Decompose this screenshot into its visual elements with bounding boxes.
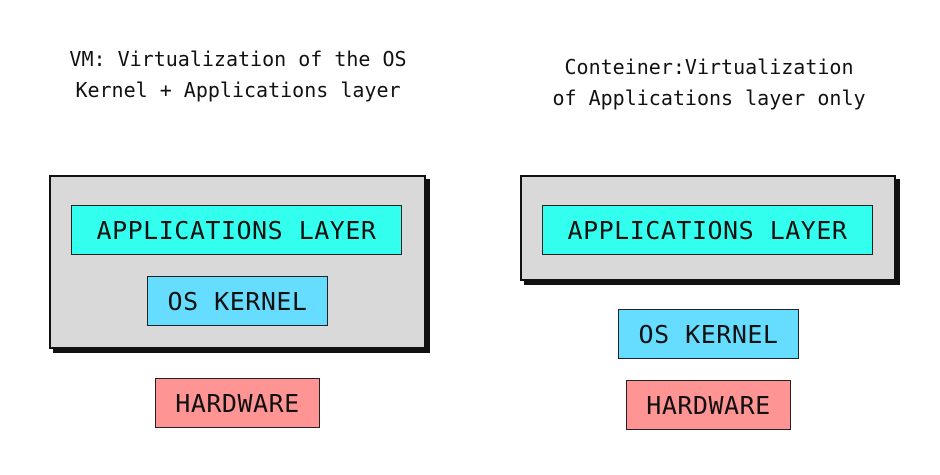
vm-hardware: HARDWARE bbox=[155, 378, 320, 428]
vm-caption: VM: Virtualization of the OS Kernel + Ap… bbox=[69, 47, 407, 102]
vm-applications-layer: APPLICATIONS LAYER bbox=[71, 205, 402, 255]
container-applications-layer: APPLICATIONS LAYER bbox=[542, 205, 873, 255]
container-hardware: HARDWARE bbox=[626, 380, 791, 430]
vm-os-kernel: OS KERNEL bbox=[147, 276, 328, 326]
container-caption: Conteiner:Virtualization of Applications… bbox=[552, 55, 866, 110]
container-os-kernel: OS KERNEL bbox=[618, 309, 799, 359]
